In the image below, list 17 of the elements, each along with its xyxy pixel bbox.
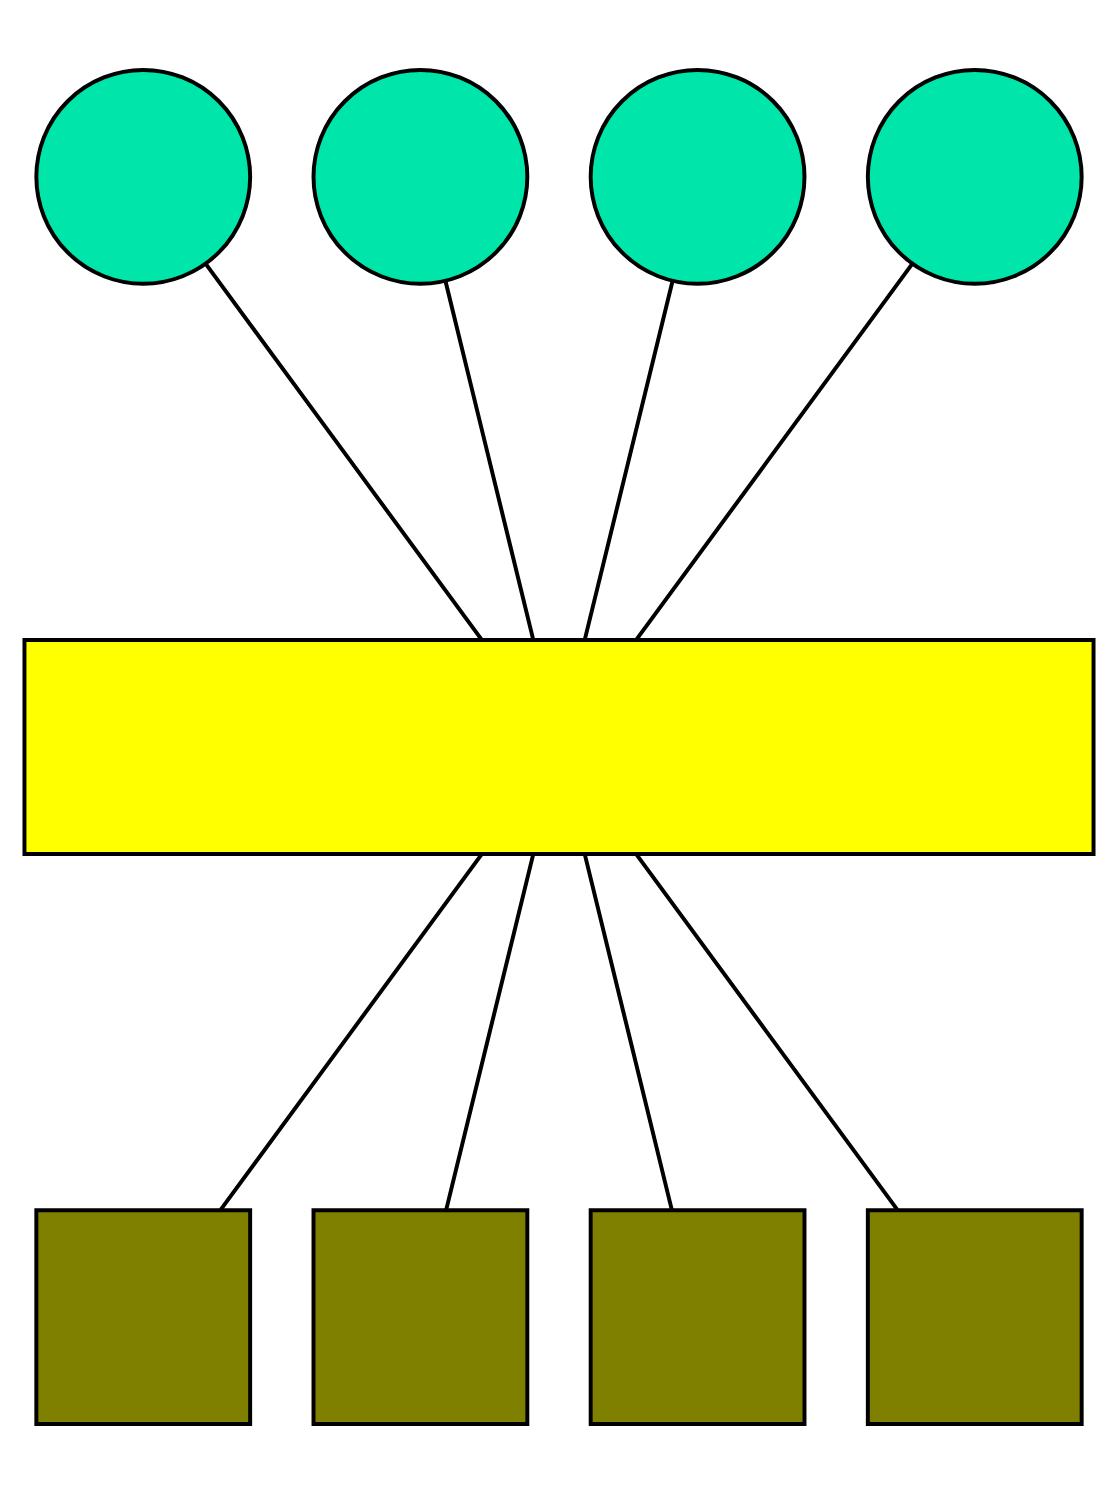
node-circle	[865, 66, 1084, 285]
node-circle	[588, 66, 807, 285]
node-circle	[34, 66, 253, 285]
connector	[634, 851, 899, 1210]
connector	[582, 279, 675, 639]
node-circle	[311, 66, 530, 285]
node-box	[865, 1207, 1084, 1426]
node-box	[311, 1207, 530, 1426]
node-box	[34, 1207, 253, 1426]
node-bar	[22, 637, 1096, 855]
connector	[204, 262, 484, 640]
node-box	[588, 1207, 807, 1426]
connector	[582, 852, 674, 1210]
connector	[634, 262, 914, 640]
connector	[219, 851, 484, 1210]
connector	[443, 279, 536, 639]
connector	[444, 852, 536, 1210]
